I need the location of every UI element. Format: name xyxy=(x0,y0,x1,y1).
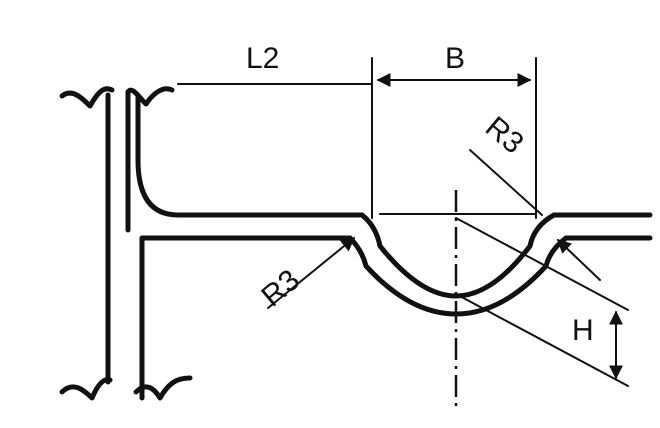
label-r3-top: R3 xyxy=(479,110,530,160)
vertical-plate xyxy=(59,86,131,401)
upper-panel xyxy=(125,86,653,218)
label-h: H xyxy=(572,314,594,347)
label-b: B xyxy=(445,42,465,75)
label-l2: L2 xyxy=(246,42,279,75)
bead-groove xyxy=(347,212,569,317)
label-r3-left: R3 xyxy=(255,263,306,313)
radius-leader-left: R3 xyxy=(255,237,356,313)
dimension-b: B xyxy=(376,42,537,219)
radius-leader-top: R3 xyxy=(469,110,543,216)
dimension-l2: L2 xyxy=(177,42,373,219)
dimension-h: H xyxy=(455,217,629,387)
lower-panel xyxy=(133,235,653,401)
radius-arrow-right xyxy=(556,239,601,281)
